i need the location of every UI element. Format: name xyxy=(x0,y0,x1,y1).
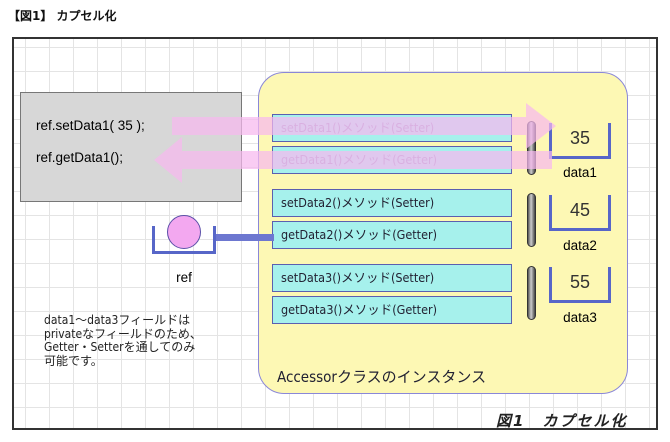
field-name-data2: data2 xyxy=(563,238,597,253)
ref-variable-slot xyxy=(152,226,216,254)
caller-code-box xyxy=(20,92,242,202)
method-setdata3: setData3()メソッド(Setter) xyxy=(272,264,512,292)
code-line-get: ref.getData1(); xyxy=(36,150,124,165)
figure-caption: 図1 カプセル化 xyxy=(496,412,628,430)
field-value-data3: 55 xyxy=(569,272,591,292)
ref-link-bar xyxy=(214,234,274,241)
get-arrow xyxy=(154,137,552,183)
field-value-data2: 45 xyxy=(569,200,591,220)
access-bar-data3 xyxy=(527,266,536,320)
field-slot-data2 xyxy=(549,195,611,231)
set-arrow xyxy=(172,103,556,149)
note-line: data1～data3フィールドは xyxy=(44,313,191,327)
field-name-data3: data3 xyxy=(563,310,597,325)
note-line: Getter・Setterを通してのみ xyxy=(44,340,196,354)
field-name-data1: data1 xyxy=(563,165,597,180)
ref-object-ball xyxy=(167,215,201,249)
method-getdata2: getData2()メソッド(Getter) xyxy=(272,221,512,249)
field-slot-data3 xyxy=(549,267,611,303)
ref-label: ref xyxy=(176,270,192,285)
field-value-data1: 35 xyxy=(569,128,591,148)
code-line-set: ref.setData1( 35 ); xyxy=(36,118,145,133)
access-bar-data2 xyxy=(527,193,536,247)
figure-title: 【図1】 カプセル化 xyxy=(8,9,117,23)
instance-label: Accessorクラスのインスタンス xyxy=(277,368,487,386)
note-line: privateなフィールドのため、 xyxy=(44,326,202,341)
note-line: 可能です。 xyxy=(44,353,103,368)
field-slot-data1 xyxy=(549,123,611,159)
method-getdata3: getData3()メソッド(Getter) xyxy=(272,296,512,324)
method-setdata2: setData2()メソッド(Setter) xyxy=(272,189,512,217)
encapsulation-note: data1～data3フィールドは privateなフィールドのため、 Gett… xyxy=(44,313,202,368)
